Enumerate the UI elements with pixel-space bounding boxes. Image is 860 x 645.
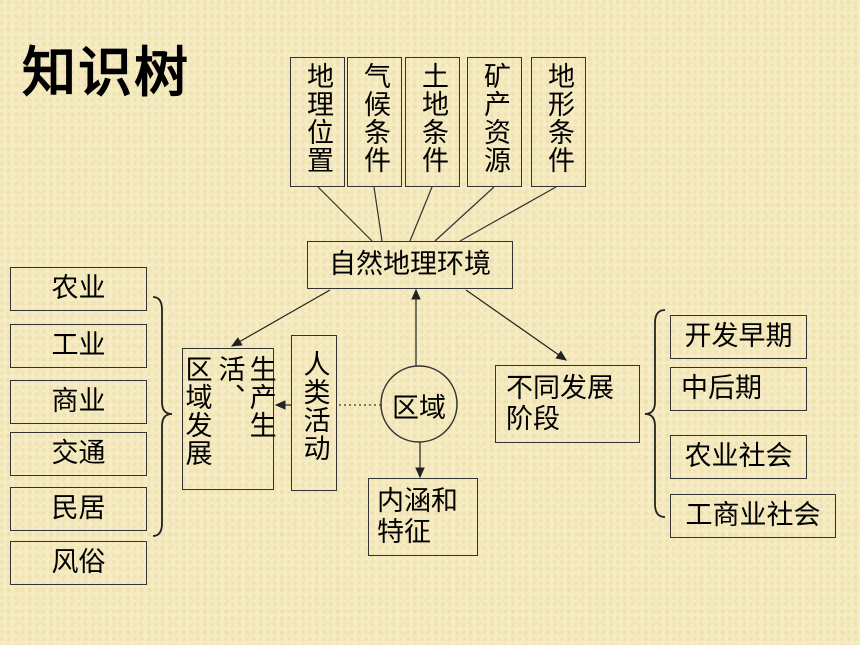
right-item-agricultural-society: 农业社会 xyxy=(670,435,807,479)
factor-label: 地形条件 xyxy=(543,62,575,174)
development-label: 区域发展 xyxy=(180,355,212,467)
region-circle xyxy=(380,365,458,443)
right-item-label: 中后期 xyxy=(681,373,762,405)
factor-label: 土地条件 xyxy=(417,62,449,174)
left-item-industry: 工业 xyxy=(10,324,147,368)
page-title: 知识树 xyxy=(22,41,190,104)
connotation-line: 特征 xyxy=(377,517,431,548)
connector-line xyxy=(317,186,373,242)
human-activity-box: 人类活动 xyxy=(291,335,337,491)
right-item-label: 开发早期 xyxy=(684,321,793,353)
factor-label: 地理位置 xyxy=(302,62,334,174)
left-item-transport: 交通 xyxy=(10,432,147,476)
connector-line xyxy=(373,186,383,242)
left-item-label: 风俗 xyxy=(51,547,106,579)
right-item-label: 农业社会 xyxy=(684,441,793,473)
left-item-housing: 民居 xyxy=(10,487,147,531)
left-item-label: 商业 xyxy=(51,386,106,418)
left-item-commerce: 商业 xyxy=(10,380,147,424)
factor-label: 矿产资源 xyxy=(479,62,511,174)
left-item-label: 交通 xyxy=(51,438,106,470)
left-item-label: 工业 xyxy=(51,330,106,362)
right-item-label: 工商业社会 xyxy=(685,500,821,532)
production-development-box: 生产生活、 区域发展 xyxy=(180,348,276,490)
stages-line: 阶段 xyxy=(506,404,560,435)
arrow xyxy=(230,289,331,347)
right-item-early: 开发早期 xyxy=(670,315,807,359)
left-brace xyxy=(152,296,173,537)
right-item-industrial-society: 工商业社会 xyxy=(670,494,836,538)
stages-box: 不同发展 阶段 xyxy=(495,365,640,443)
factor-mineral-box: 矿产资源 xyxy=(467,57,522,187)
left-item-label: 农业 xyxy=(51,273,106,305)
connotation-line: 内涵和 xyxy=(377,485,458,517)
right-brace xyxy=(644,309,666,518)
natural-environment-label: 自然地理环境 xyxy=(329,249,491,281)
left-item-label: 民居 xyxy=(51,493,106,525)
connector-line xyxy=(409,186,433,242)
right-item-middle-late: 中后期 xyxy=(670,367,807,411)
human-activity-label: 人类活动 xyxy=(298,350,330,462)
connotation-box: 内涵和 特征 xyxy=(368,478,478,556)
factor-terrain-box: 地形条件 xyxy=(531,57,586,187)
factor-label: 气候条件 xyxy=(359,62,391,174)
factor-land-box: 土地条件 xyxy=(405,57,460,187)
connector-line xyxy=(459,186,557,242)
factor-location-box: 地理位置 xyxy=(290,57,345,187)
natural-environment-box: 自然地理环境 xyxy=(307,241,513,289)
left-item-agriculture: 农业 xyxy=(10,267,147,311)
region-label: 区域 xyxy=(392,392,446,424)
factor-climate-box: 气候条件 xyxy=(347,57,402,187)
connector-line xyxy=(434,186,495,242)
production-label: 生产生活、 xyxy=(213,355,276,439)
stages-line: 不同发展 xyxy=(506,372,614,404)
left-item-customs: 风俗 xyxy=(10,541,147,585)
arrow xyxy=(465,289,567,361)
